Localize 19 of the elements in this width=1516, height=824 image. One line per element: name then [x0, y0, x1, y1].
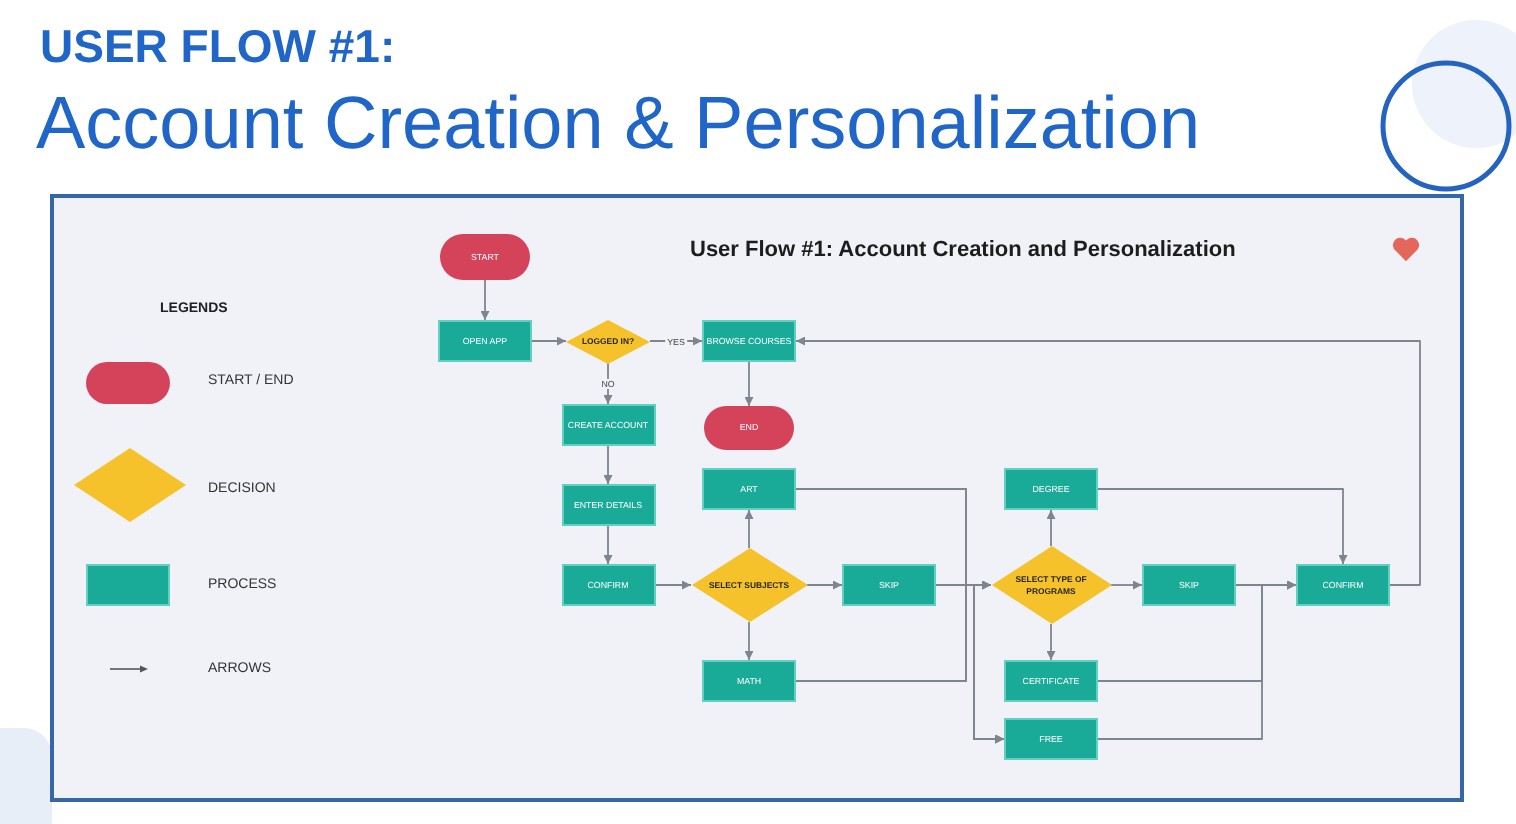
- arrow: [603, 525, 613, 565]
- arrow: [795, 584, 1005, 744]
- arrow: [654, 580, 692, 590]
- arrow: [480, 279, 490, 321]
- arrow: [795, 336, 1421, 586]
- arrow: [744, 621, 754, 661]
- arrow: [744, 361, 754, 407]
- arrow: [531, 336, 567, 346]
- arrow: [744, 509, 754, 549]
- arrow: [1046, 623, 1056, 661]
- arrow: [1046, 509, 1056, 547]
- slide-kicker: USER FLOW #1:: [40, 24, 396, 70]
- arrow: [806, 580, 843, 590]
- arrow: [1110, 580, 1143, 590]
- slide-title: Account Creation & Personalization: [36, 86, 1201, 160]
- arrow: [603, 445, 613, 485]
- arrow: [1097, 580, 1297, 740]
- diagram-title: User Flow #1: Account Creation and Personalization: [690, 238, 1236, 264]
- arrow: [1097, 488, 1348, 565]
